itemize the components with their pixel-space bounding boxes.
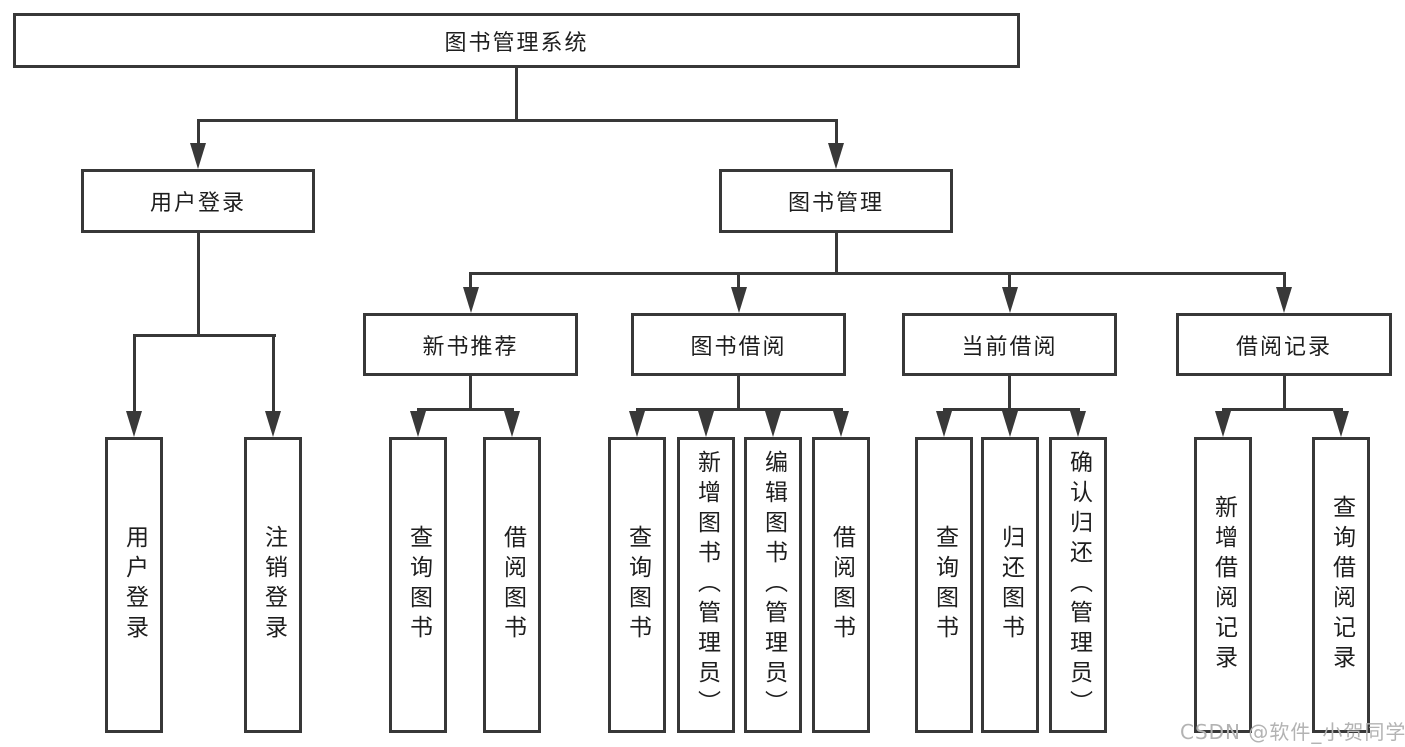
connector-line	[1008, 376, 1011, 411]
arrow-down-icon	[265, 411, 281, 437]
connector-line	[132, 334, 136, 419]
arrow-down-icon	[698, 411, 714, 437]
arrow-down-icon	[126, 411, 142, 437]
arrow-down-icon	[190, 143, 206, 169]
arrow-down-icon	[1001, 287, 1018, 313]
node-label: 借阅图书	[499, 525, 526, 645]
node-label: 借阅记录	[1235, 334, 1332, 360]
node-library-management-system: 图书管理系统	[13, 13, 1020, 68]
connector-line	[1008, 272, 1011, 297]
connector-line	[197, 233, 200, 337]
node-current-borrowing: 当前借阅	[902, 313, 1117, 376]
node-label: 用户登录	[121, 525, 148, 645]
connector-line	[197, 119, 200, 149]
connector-line	[515, 68, 518, 122]
leaf-query-borrow-record: 查询借阅记录	[1312, 437, 1370, 733]
arrow-down-icon	[1070, 411, 1086, 437]
leaf-add-borrow-record: 新增借阅记录	[1194, 437, 1252, 733]
connector-line	[737, 272, 740, 297]
arrow-down-icon	[833, 411, 849, 437]
node-borrowing-records: 借阅记录	[1176, 313, 1392, 376]
leaf-borrow-books-recommend: 借阅图书	[483, 437, 541, 733]
connector-line	[469, 376, 472, 411]
connector-line	[469, 272, 1285, 275]
leaf-query-books-borrow: 查询图书	[608, 437, 666, 733]
node-label: 编辑图书（管理员）	[760, 450, 787, 720]
connector-line	[132, 334, 276, 337]
leaf-query-books-current: 查询图书	[915, 437, 973, 733]
arrow-down-icon	[1276, 287, 1292, 313]
connector-line	[835, 233, 838, 275]
connector-line	[469, 272, 472, 297]
connector-line	[737, 376, 740, 411]
connector-line	[271, 334, 275, 419]
node-label: 图书借阅	[690, 334, 787, 360]
connector-line	[416, 408, 514, 411]
node-label: 新增图书（管理员）	[693, 450, 720, 720]
node-label: 用户登录	[149, 191, 246, 216]
csdn-watermark: CSDN @软件_小贺同学	[1180, 720, 1405, 744]
arrow-down-icon	[504, 411, 520, 437]
arrow-down-icon	[1215, 411, 1231, 437]
node-label: 查询图书	[931, 525, 958, 645]
connector-line	[197, 119, 838, 122]
leaf-add-book-admin: 新增图书（管理员）	[677, 437, 735, 733]
arrow-down-icon	[936, 411, 952, 437]
node-label: 查询图书	[624, 525, 651, 645]
arrow-down-icon	[730, 287, 747, 313]
leaf-edit-book-admin: 编辑图书（管理员）	[744, 437, 802, 733]
node-label: 确认归还（管理员）	[1065, 450, 1092, 720]
node-label: 当前借阅	[961, 334, 1058, 360]
leaf-logout: 注销登录	[244, 437, 302, 733]
connector-line	[635, 408, 843, 411]
arrow-down-icon	[1333, 411, 1349, 437]
node-label: 注销登录	[260, 525, 287, 645]
node-book-management: 图书管理	[719, 169, 953, 233]
leaf-borrow-books-2: 借阅图书	[812, 437, 870, 733]
leaf-return-book: 归还图书	[981, 437, 1039, 733]
arrow-down-icon	[410, 411, 426, 437]
connector-line	[1282, 376, 1286, 411]
arrow-down-icon	[765, 411, 781, 437]
connector-line	[1221, 408, 1343, 411]
connector-line	[1282, 272, 1286, 297]
arrow-down-icon	[1002, 411, 1018, 437]
node-label: 归还图书	[997, 525, 1024, 645]
node-label: 新增借阅记录	[1210, 495, 1237, 675]
node-label: 查询图书	[405, 525, 432, 645]
node-label: 新书推荐	[422, 334, 519, 360]
node-new-book-recommendation: 新书推荐	[363, 313, 578, 376]
node-label: 图书管理	[787, 191, 884, 216]
node-user-login: 用户登录	[81, 169, 315, 233]
node-label: 图书管理系统	[444, 30, 589, 56]
arrow-down-icon	[462, 287, 479, 313]
arrow-down-icon	[828, 143, 844, 169]
leaf-confirm-return-admin: 确认归还（管理员）	[1049, 437, 1107, 733]
leaf-query-books-recommend: 查询图书	[389, 437, 447, 733]
node-label: 借阅图书	[828, 525, 855, 645]
connector-line	[835, 119, 838, 149]
node-label: 查询借阅记录	[1328, 495, 1355, 675]
leaf-user-login: 用户登录	[105, 437, 163, 733]
arrow-down-icon	[629, 411, 645, 437]
node-book-borrowing: 图书借阅	[631, 313, 846, 376]
